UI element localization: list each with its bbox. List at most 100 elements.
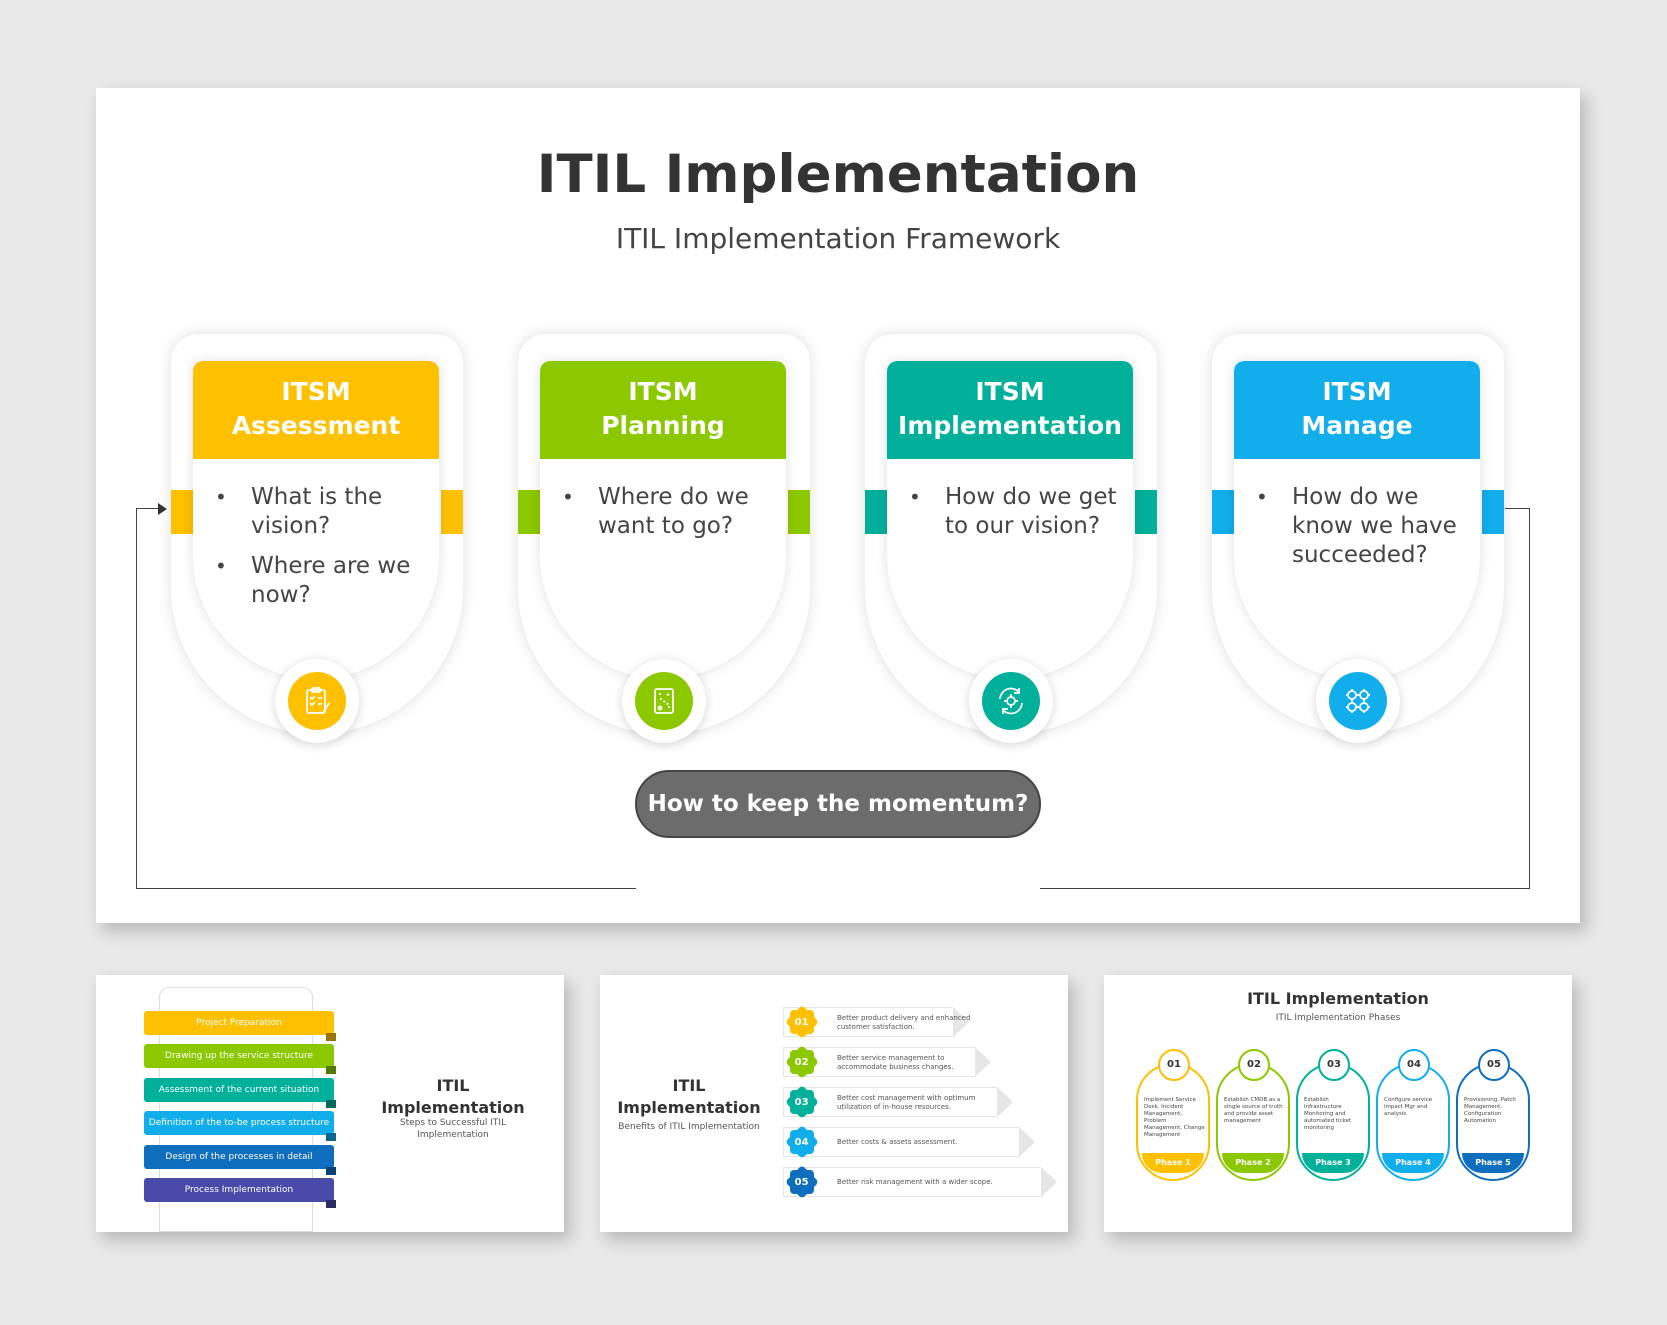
thumb-subtitle-line2: Implementation — [417, 1130, 489, 1140]
loop-line-bottom-left — [136, 888, 636, 889]
thumb-title-line1: ITIL — [672, 1076, 706, 1095]
thumbnail-slide-phases[interactable]: ITIL Implementation ITIL Implementation … — [1104, 975, 1572, 1232]
benefit-bar — [783, 1087, 1013, 1117]
phase-number: 01 — [1158, 1049, 1190, 1081]
thumbnail-slide-benefits[interactable]: ITIL Implementation Benefits of ITIL Imp… — [600, 975, 1068, 1232]
card-tab-left — [518, 490, 540, 534]
card-tab-left — [865, 490, 887, 534]
card-tab-left — [1212, 490, 1234, 534]
gear-cycle-icon — [982, 672, 1040, 730]
phase-items: Establish CMDB as a single source of tru… — [1224, 1097, 1286, 1125]
benefit-text: Better costs & assets assessment. — [837, 1138, 958, 1146]
card-tab-right — [788, 490, 810, 534]
loop-line-top-right — [1505, 508, 1530, 509]
clipboard-checklist-icon — [288, 672, 346, 730]
step-ribbon: Drawing up the service structure — [144, 1044, 334, 1068]
card-inner: ITSM Planning Where do we want to go? — [540, 361, 786, 679]
card-bullet: What is the vision? — [215, 483, 425, 541]
phase-card: 01 Implement Service Desk, Incident Mana… — [1136, 1049, 1210, 1181]
card-header-line2: Manage — [1301, 411, 1413, 440]
benefit-text: Better service management to accommodate… — [837, 1054, 954, 1071]
card-header: ITSM Manage — [1234, 361, 1480, 459]
card-header: ITSM Assessment — [193, 361, 439, 459]
thumb-subtitle: Benefits of ITIL Implementation — [618, 1122, 760, 1132]
card-icon-badge — [275, 659, 359, 743]
card-header: ITSM Implementation — [887, 361, 1133, 459]
step-ribbon: Assessment of the current situation — [144, 1078, 334, 1102]
card-itsm-planning: ITSM Planning Where do we want to go? — [518, 334, 810, 743]
phase-number: 04 — [1398, 1049, 1430, 1081]
benefit-text: Better risk management with a wider scop… — [837, 1178, 993, 1186]
benefit-text: Better cost management with optimum util… — [837, 1094, 976, 1111]
card-header-line1: ITSM — [281, 377, 351, 406]
card-header-line2: Implementation — [898, 411, 1122, 440]
card-inner: ITSM Manage How do we know we have succe… — [1234, 361, 1480, 679]
card-inner: ITSM Assessment What is the vision? Wher… — [193, 361, 439, 679]
card-icon-badge — [622, 659, 706, 743]
phase-item: Establish CMDB as a single source of tru… — [1224, 1097, 1283, 1124]
card-bullets: What is the vision? Where are we now? — [193, 459, 439, 610]
phase-item: Establish Infrastructure Monitoring and … — [1304, 1097, 1352, 1131]
phase-items: Configure service impact Mgr and analysi… — [1384, 1097, 1446, 1118]
benefit-bar — [783, 1167, 1057, 1197]
phase-card: 05 Provisioning, Patch Management, Confi… — [1456, 1049, 1530, 1181]
phase-number: 05 — [1478, 1049, 1510, 1081]
card-icon-badge — [969, 659, 1053, 743]
loop-line-top-left — [136, 508, 162, 509]
card-tab-right — [441, 490, 463, 534]
thumb-title-line2: Implementation — [617, 1098, 761, 1117]
step-ribbon: Process Implementation — [144, 1178, 334, 1202]
main-slide: ITIL Implementation ITIL Implementation … — [96, 88, 1580, 923]
phase-label: Phase 2 — [1222, 1153, 1284, 1173]
card-tab-right — [1135, 490, 1157, 534]
loop-line-right — [1529, 508, 1530, 889]
card-header-line2: Planning — [601, 411, 725, 440]
momentum-button[interactable]: How to keep the momentum? — [635, 770, 1041, 838]
card-header-line2: Assessment — [231, 411, 401, 440]
thumb-title: ITIL Implementation — [378, 1075, 528, 1119]
card-bullets: How do we get to our vision? — [887, 459, 1133, 541]
phase-items: Implement Service Desk, Incident Managem… — [1144, 1097, 1206, 1139]
card-itsm-implementation: ITSM Implementation How do we get to our… — [865, 334, 1157, 743]
phase-label: Phase 1 — [1142, 1153, 1204, 1173]
card-header-line1: ITSM — [628, 377, 698, 406]
page-title: ITIL Implementation — [536, 144, 1140, 205]
benefit-bar — [783, 1127, 1035, 1157]
thumb-subtitle: ITIL Implementation Phases — [1275, 1013, 1401, 1023]
phase-card: 04 Configure service impact Mgr and anal… — [1376, 1049, 1450, 1181]
loop-line-bottom-right — [1040, 888, 1530, 889]
thumb-title-line1: ITIL — [436, 1076, 470, 1095]
thumb-title: ITIL Implementation — [614, 1075, 764, 1119]
phase-card: 03 Establish Infrastructure Monitoring a… — [1296, 1049, 1370, 1181]
benefit-text: Better product delivery and enhanced cus… — [837, 1014, 971, 1031]
phase-items: Establish Infrastructure Monitoring and … — [1304, 1097, 1366, 1132]
thumb-title: ITIL Implementation — [1247, 989, 1429, 1008]
thumb-title-line2: Implementation — [381, 1098, 525, 1117]
thumb-subtitle-line1: Steps to Successful ITIL — [399, 1118, 507, 1128]
phase-items: Provisioning, Patch Management, Configur… — [1464, 1097, 1526, 1125]
card-bullet: Where do we want to go? — [562, 483, 772, 541]
card-tab-right — [1482, 490, 1504, 534]
card-tab-left — [171, 490, 193, 534]
plan-document-icon — [635, 672, 693, 730]
ribbon-frame — [159, 987, 313, 1232]
step-ribbon: Definition of the to-be process structur… — [144, 1111, 334, 1135]
arrow-head-icon — [158, 503, 167, 515]
phase-number: 02 — [1238, 1049, 1270, 1081]
phase-label: Phase 4 — [1382, 1153, 1444, 1173]
step-ribbon: Project Preparation — [144, 1011, 334, 1035]
thumbnail-slide-steps[interactable]: Project Preparation Drawing up the servi… — [96, 975, 564, 1232]
phase-item: Configure service impact Mgr and analysi… — [1384, 1097, 1433, 1117]
phase-number: 03 — [1318, 1049, 1350, 1081]
card-inner: ITSM Implementation How do we get to our… — [887, 361, 1133, 679]
benefit-bar — [783, 1047, 991, 1077]
card-header-line1: ITSM — [1322, 377, 1392, 406]
loop-line-left — [136, 508, 137, 889]
step-ribbon: Design of the processes in detail — [144, 1145, 334, 1169]
phase-card: 02 Establish CMDB as a single source of … — [1216, 1049, 1290, 1181]
phase-item: Provisioning, Patch Management, Configur… — [1464, 1097, 1516, 1124]
thumb-subtitle: Steps to Successful ITIL Implementation — [378, 1117, 528, 1141]
card-header: ITSM Planning — [540, 361, 786, 459]
card-icon-badge — [1316, 659, 1400, 743]
card-bullet: How do we get to our vision? — [909, 483, 1119, 541]
